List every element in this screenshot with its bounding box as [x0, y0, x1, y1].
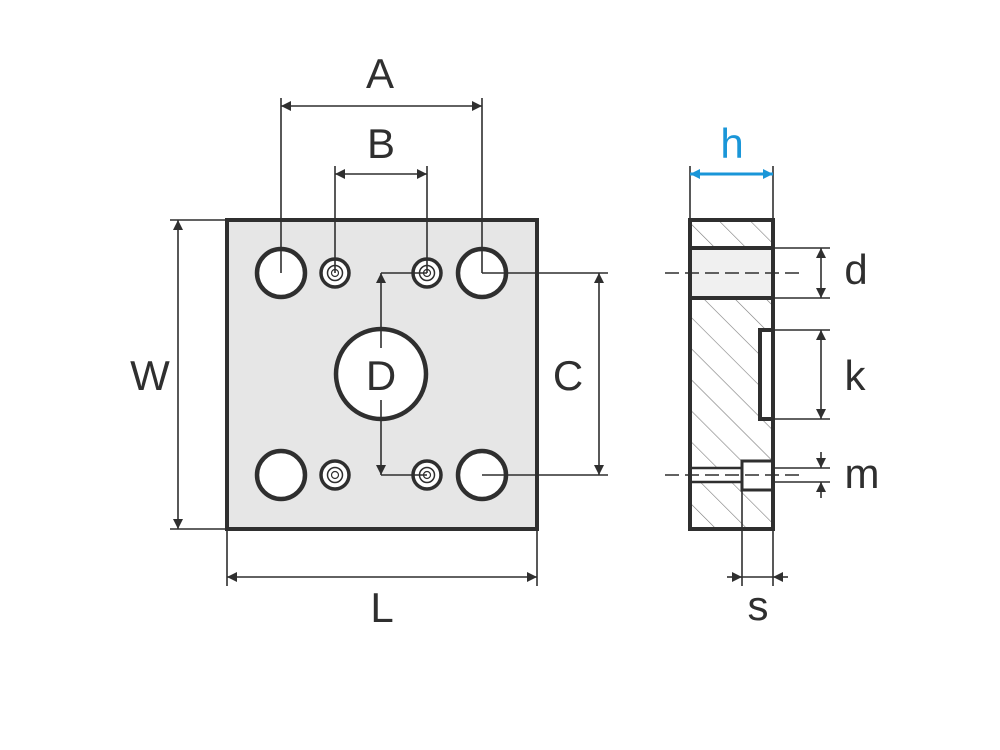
side-outline	[688, 218, 775, 531]
dimension-d	[376, 272, 427, 476]
dimension-m	[773, 452, 830, 498]
threaded-hole-bottom-left	[319, 459, 351, 491]
label-s: s	[748, 582, 769, 629]
label-c: C	[553, 352, 583, 399]
dimension-c	[482, 272, 608, 476]
dimension-w	[170, 219, 227, 530]
label-h: h	[720, 120, 743, 167]
dimension-k	[773, 329, 830, 420]
label-m: m	[845, 450, 880, 497]
label-a: A	[366, 50, 394, 97]
dimension-s	[727, 490, 788, 586]
dimension-d-side	[773, 247, 830, 299]
label-l: L	[370, 584, 393, 631]
front-view: A B C D W	[130, 50, 608, 631]
dimension-l	[226, 529, 538, 586]
label-k: k	[845, 352, 867, 399]
label-d-side: d	[844, 246, 867, 293]
label-b: B	[367, 120, 395, 167]
dimension-b	[334, 166, 428, 273]
label-d: D	[366, 352, 396, 399]
dimension-a	[280, 98, 483, 273]
mounting-hole-bottom-left	[254, 448, 308, 502]
side-view: h d k m s	[665, 120, 880, 629]
label-w: W	[130, 352, 170, 399]
